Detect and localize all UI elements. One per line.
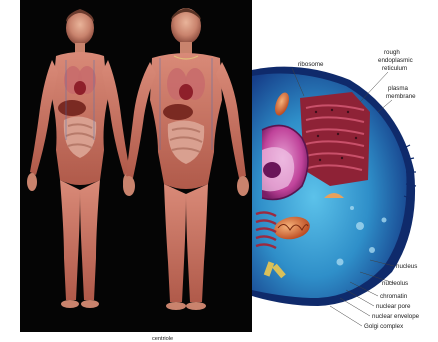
anatomy-panel (20, 0, 252, 332)
label-golgi-complex: Golgi complex (364, 323, 404, 330)
label-plasma: plasma (388, 85, 409, 92)
label-nucleolus: nucleolus (382, 280, 408, 287)
label-chromatin: chromatin (380, 293, 408, 300)
label-nuclear-envelope: nuclear envelope (372, 313, 420, 320)
label-nuclear-pore: nuclear pore (376, 303, 411, 310)
rough-er (300, 92, 370, 186)
label-rough-er-1: rough (384, 49, 400, 56)
nucleolus (263, 162, 281, 178)
label-ribosome: ribosome (298, 61, 324, 68)
label-nucleus: nucleus (396, 263, 417, 270)
anatomy-background (20, 0, 252, 332)
label-rough-er-3: reticulum (382, 65, 407, 72)
label-rough-er-2: endoplasmic (378, 57, 413, 64)
label-membrane: membrane (386, 93, 416, 100)
label-centriole: centriole (152, 336, 173, 342)
